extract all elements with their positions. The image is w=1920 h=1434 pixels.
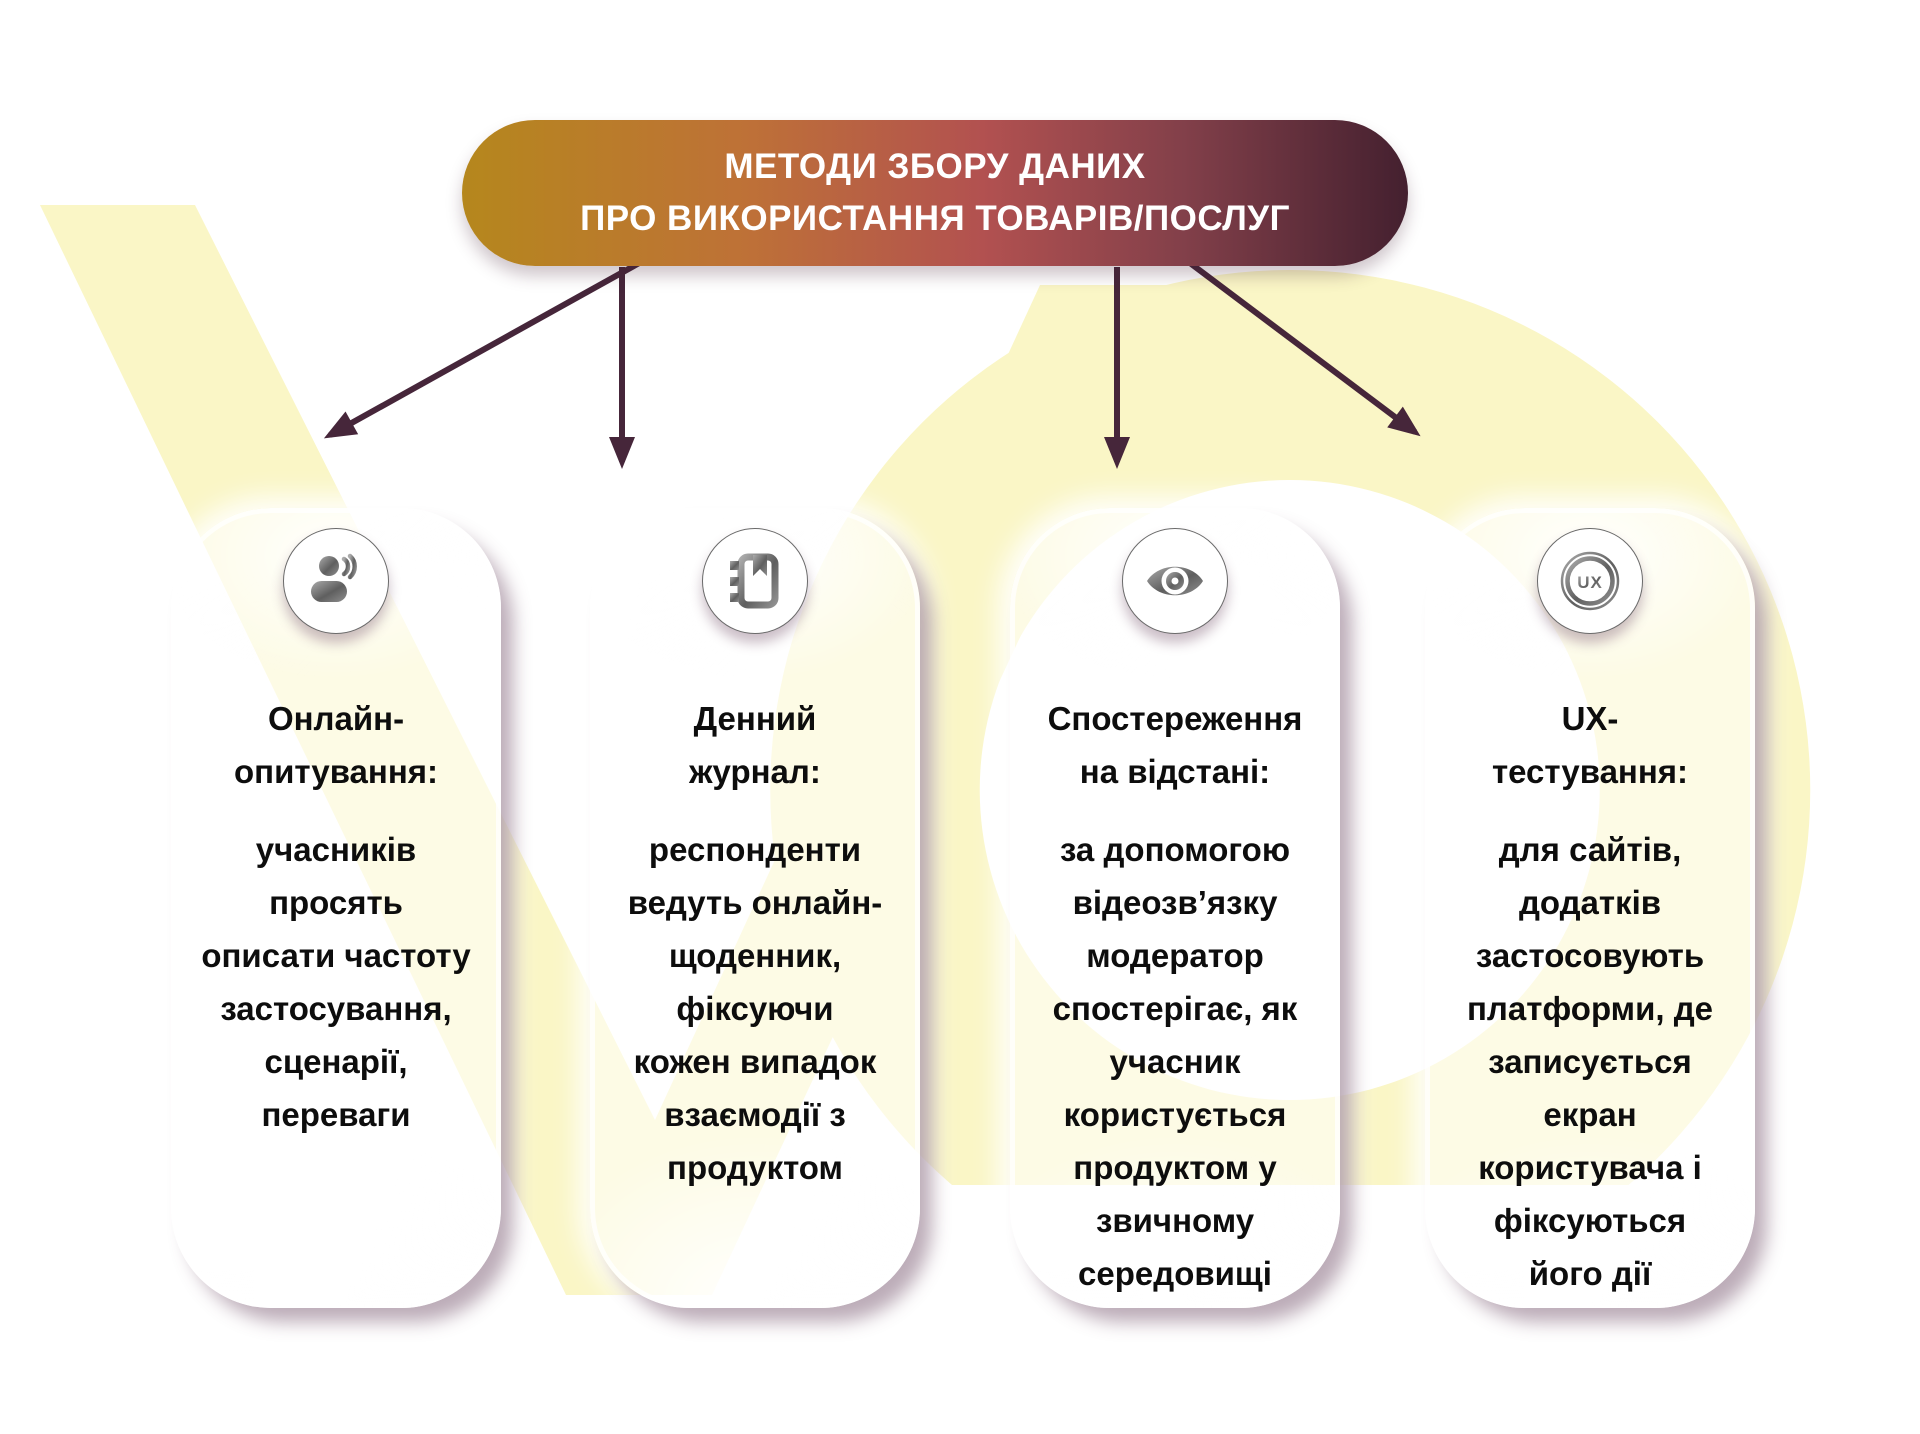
person-speaking-icon — [283, 528, 389, 634]
header-title-line1: МЕТОДИ ЗБОРУ ДАНИХ — [724, 146, 1146, 186]
ux-icon-label: UX — [1577, 573, 1603, 592]
card-body: респонденти ведуть онлайн- щоденник, фік… — [627, 831, 883, 1186]
card-title: Онлайн- опитування: — [233, 700, 439, 790]
card-online-survey: Онлайн- опитування: учасників просять оп… — [171, 508, 501, 1308]
eye-observation-icon — [1122, 528, 1228, 634]
card-title: Денний журнал: — [689, 700, 821, 790]
card-body: за допомогою відеозв’язку модератор спос… — [1052, 831, 1298, 1292]
diary-notebook-icon — [702, 528, 808, 634]
card-remote-observation: Спостереження на відстані: за допомогою … — [1010, 508, 1340, 1308]
card-body: учасників просять описати частоту застос… — [201, 831, 471, 1133]
ux-circle-icon: UX — [1537, 528, 1643, 634]
card-ux-testing: UX UX- тестування: для сайтів, додатків … — [1425, 508, 1755, 1308]
header-title-line2: ПРО ВИКОРИСТАННЯ ТОВАРІВ/ПОСЛУГ — [580, 199, 1290, 238]
header-pill: МЕТОДИ ЗБОРУ ДАНИХ ПРО ВИКОРИСТАННЯ ТОВА… — [462, 120, 1408, 266]
card-daily-journal: Денний журнал: респонденти ведуть онлайн… — [590, 508, 920, 1308]
card-body: для сайтів, додатків застосовують платфо… — [1466, 831, 1714, 1292]
card-title: UX- тестування: — [1491, 700, 1689, 790]
card-title: Спостереження на відстані: — [1047, 700, 1303, 790]
watermark-ring-shape — [770, 270, 1811, 1185]
watermark-v-shape — [40, 205, 1185, 1295]
